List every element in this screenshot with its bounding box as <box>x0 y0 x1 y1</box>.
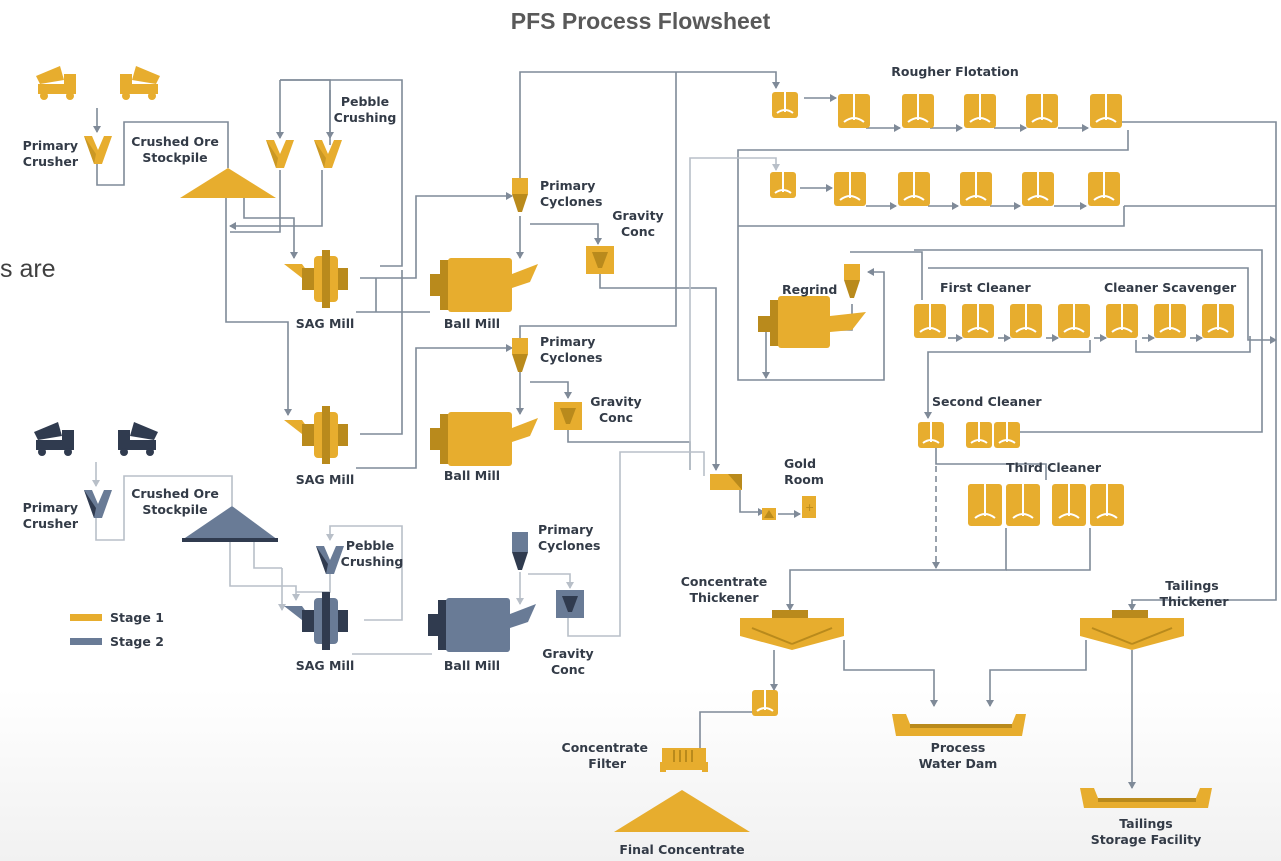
ball-mill-2-icon <box>428 598 536 652</box>
regrind-cyclone-icon <box>844 264 860 298</box>
flow-lines <box>92 71 1277 789</box>
label-pebble-1-a: Pebble <box>341 94 389 109</box>
tailings-storage-icon <box>1080 788 1212 808</box>
label-pebble-2-b: Crushing <box>341 554 404 569</box>
ball-mill-1b-icon <box>430 412 538 466</box>
label-sag-1b: SAG Mill <box>296 472 355 487</box>
label-primary-crusher-2-b: Crusher <box>23 516 79 531</box>
label-first-cleaner: First Cleaner <box>940 280 1032 295</box>
pebble-crusher-1b-icon <box>314 140 342 168</box>
label-concentrate-filter-b: Filter <box>588 756 627 771</box>
legend-label-stage1: Stage 1 <box>110 610 164 625</box>
legend-swatch-stage1 <box>70 614 102 621</box>
stockpile-2-icon <box>182 506 278 540</box>
label-concentrate-thickener-a: Concentrate <box>681 574 767 589</box>
label-cyclones-1a-b: Cyclones <box>540 194 602 209</box>
truck-2a-icon <box>34 422 74 456</box>
primary-crusher-2-icon <box>84 490 112 518</box>
label-cleaner-scavenger: Cleaner Scavenger <box>1104 280 1237 295</box>
label-rougher-flotation: Rougher Flotation <box>891 64 1019 79</box>
sag-mill-1a-icon <box>284 250 348 308</box>
concentrate-filter-icon <box>660 748 708 772</box>
label-tailings-thickener-a: Tailings <box>1165 578 1219 593</box>
sag-mill-1b-icon <box>284 406 348 464</box>
label-pebble-1-b: Crushing <box>334 110 397 125</box>
gravity-conc-1a-icon <box>586 246 614 274</box>
label-third-cleaner: Third Cleaner <box>1006 460 1102 475</box>
label-gravity-2-b: Conc <box>551 662 585 677</box>
clipped-text: s are <box>0 255 56 283</box>
gravity-conc-2-icon <box>556 590 584 618</box>
label-cyclones-2-b: Cyclones <box>538 538 600 553</box>
label-cyclones-1a-a: Primary <box>540 178 595 193</box>
svg-text:+: + <box>805 501 814 514</box>
process-water-dam-icon <box>892 714 1026 736</box>
concentrate-tank-icon <box>751 689 779 717</box>
label-crushed-ore-1-a: Crushed Ore <box>131 134 219 149</box>
label-gold-room-a: Gold <box>784 456 816 471</box>
label-ball-1b: Ball Mill <box>444 468 500 483</box>
labels: Primary Crusher Crushed Ore Stockpile Pe… <box>23 64 1237 857</box>
label-tailings-thickener-b: Thickener <box>1159 594 1229 609</box>
label-gravity-2-a: Gravity <box>542 646 593 661</box>
stockpile-1-icon <box>180 168 276 198</box>
gravity-conc-1b-icon <box>554 402 582 430</box>
regrind-mill-icon <box>758 296 866 348</box>
label-ball-2: Ball Mill <box>444 658 500 673</box>
label-pebble-2-a: Pebble <box>346 538 394 553</box>
label-primary-crusher-1-b: Crusher <box>23 154 79 169</box>
third-cleaner-cells <box>967 483 1124 526</box>
label-ball-1a: Ball Mill <box>444 316 500 331</box>
label-gravity-1b-b: Conc <box>599 410 633 425</box>
truck-2b-icon <box>118 422 158 456</box>
cleaner-cells <box>913 303 1235 339</box>
legend: Stage 1 Stage 2 <box>70 610 164 649</box>
label-gravity-1b-a: Gravity <box>590 394 641 409</box>
cyclone-1b-icon <box>512 338 528 372</box>
legend-label-stage2: Stage 2 <box>110 634 164 649</box>
final-concentrate-pile-icon <box>614 790 750 832</box>
cyclone-2-icon <box>512 532 528 570</box>
label-gold-room-b: Room <box>784 472 824 487</box>
label-primary-crusher-1-a: Primary <box>23 138 78 153</box>
label-process-water-dam-a: Process <box>931 740 986 755</box>
label-tailings-storage-b: Storage Facility <box>1091 832 1202 847</box>
legend-swatch-stage2 <box>70 638 102 645</box>
label-sag-1a: SAG Mill <box>296 316 355 331</box>
label-primary-crusher-2-a: Primary <box>23 500 78 515</box>
label-concentrate-thickener-b: Thickener <box>689 590 759 605</box>
label-process-water-dam-b: Water Dam <box>919 756 998 771</box>
gold-room-icon: + <box>710 474 816 520</box>
label-crushed-ore-2-a: Crushed Ore <box>131 486 219 501</box>
label-sag-2: SAG Mill <box>296 658 355 673</box>
tailings-thickener-icon <box>1080 610 1184 650</box>
label-second-cleaner: Second Cleaner <box>932 394 1042 409</box>
label-gravity-1a-a: Gravity <box>612 208 663 223</box>
label-cyclones-1b-b: Cyclones <box>540 350 602 365</box>
cyclone-1a-icon <box>512 178 528 212</box>
label-gravity-1a-b: Conc <box>621 224 655 239</box>
pebble-crusher-1a-icon <box>266 140 294 168</box>
label-crushed-ore-1-b: Stockpile <box>142 150 207 165</box>
label-cyclones-2-a: Primary <box>538 522 593 537</box>
label-regrind: Regrind <box>782 282 837 297</box>
rougher-cells-row2 <box>769 171 1121 207</box>
label-crushed-ore-2-b: Stockpile <box>142 502 207 517</box>
sag-mill-2-icon <box>284 592 348 650</box>
label-final-concentrate: Final Concentrate <box>619 842 744 857</box>
page-title: PFS Process Flowsheet <box>510 8 771 34</box>
label-concentrate-filter-a: Concentrate <box>562 740 648 755</box>
truck-1a-icon <box>36 66 76 100</box>
primary-crusher-1-icon <box>84 136 112 164</box>
concentrate-thickener-icon <box>740 610 844 650</box>
label-cyclones-1b-a: Primary <box>540 334 595 349</box>
ball-mill-1a-icon <box>430 258 538 312</box>
truck-1b-icon <box>120 66 160 100</box>
label-tailings-storage-a: Tailings <box>1119 816 1173 831</box>
second-cleaner-cells <box>917 421 1021 449</box>
